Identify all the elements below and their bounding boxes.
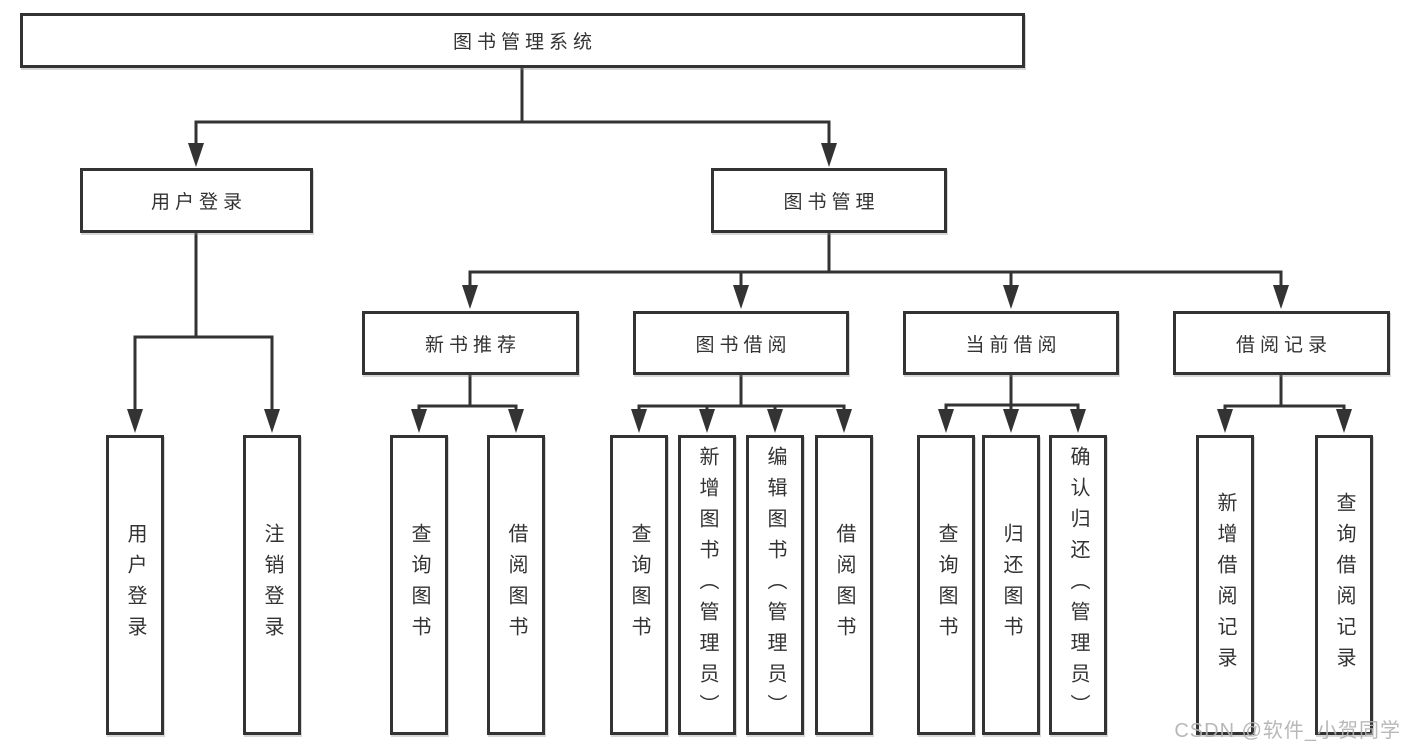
leaf-edit-books-admin: 编辑图书（管理员）	[746, 435, 804, 735]
leaf-query-books-recommend: 查询图书	[390, 435, 448, 735]
node-user-login: 用户登录	[80, 168, 313, 233]
csdn-watermark: CSDN @软件_小贺同学	[1174, 720, 1401, 742]
node-new-book-recommend: 新书推荐	[362, 311, 579, 375]
leaf-borrow-books: 借阅图书	[815, 435, 873, 735]
leaf-query-borrow-record: 查询借阅记录	[1315, 435, 1373, 735]
leaf-add-books-admin: 新增图书（管理员）	[678, 435, 736, 735]
leaf-borrow-books-recommend: 借阅图书	[487, 435, 545, 735]
node-borrow-records: 借阅记录	[1173, 311, 1390, 375]
leaf-logout: 注销登录	[243, 435, 301, 735]
node-root-system: 图书管理系统	[20, 13, 1025, 68]
leaf-query-books-current: 查询图书	[917, 435, 975, 735]
node-book-management: 图书管理	[711, 168, 947, 233]
leaf-return-books: 归还图书	[982, 435, 1040, 735]
leaf-user-login: 用户登录	[106, 435, 164, 735]
node-current-borrow: 当前借阅	[903, 311, 1119, 375]
leaf-query-books-borrow: 查询图书	[610, 435, 668, 735]
leaf-confirm-return-admin: 确认归还（管理员）	[1049, 435, 1107, 735]
leaf-add-borrow-record: 新增借阅记录	[1196, 435, 1254, 735]
node-book-borrow: 图书借阅	[633, 311, 849, 375]
